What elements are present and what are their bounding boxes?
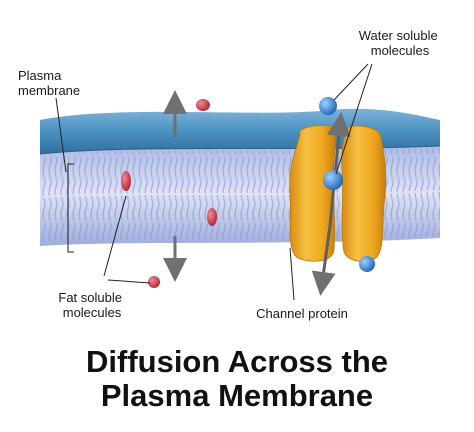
plasma-membrane-bracket	[67, 163, 74, 253]
water-molecule	[359, 256, 375, 272]
leader-lines	[55, 63, 373, 301]
plasma-membrane-leader	[55, 97, 67, 173]
water-soluble-leader-left	[333, 63, 369, 101]
plasma-membrane-label-line2: membrane	[18, 83, 80, 98]
fat-molecule	[196, 99, 210, 111]
water-soluble-molecules	[319, 97, 375, 272]
channel-protein-leader	[289, 247, 295, 301]
fat-molecule	[207, 208, 217, 226]
water-molecule	[323, 170, 343, 190]
diagram-title-line-2: Plasma Membrane	[100, 378, 374, 413]
channel-protein-right-lobe	[341, 125, 387, 262]
water-soluble-label-line1: Water soluble	[359, 28, 438, 43]
fat-soluble-molecules	[121, 99, 217, 288]
water-soluble-leader-right	[335, 63, 373, 175]
fat-soluble-label-line2: molecules	[63, 305, 122, 320]
fat-soluble-leader-right	[107, 279, 151, 284]
lipid-tails-lower	[40, 192, 440, 242]
water-molecule	[319, 97, 337, 115]
channel-protein-label: Channel protein	[256, 306, 348, 321]
fat-molecule	[121, 171, 131, 191]
fat-soluble-label-line1: Fat soluble	[58, 290, 122, 305]
fat-molecule	[148, 276, 160, 288]
plasma-membrane-label: Plasma membrane	[18, 68, 80, 98]
fat-soluble-label: Fat soluble molecules	[58, 290, 125, 320]
water-soluble-label-line2: molecules	[371, 43, 430, 58]
fat-soluble-leader-left	[103, 195, 127, 277]
channel-protein	[289, 125, 387, 262]
diagram-title-line-1: Diffusion Across the	[86, 344, 388, 379]
plasma-membrane-label-line1: Plasma	[18, 68, 62, 83]
water-soluble-label: Water soluble molecules	[359, 28, 442, 58]
